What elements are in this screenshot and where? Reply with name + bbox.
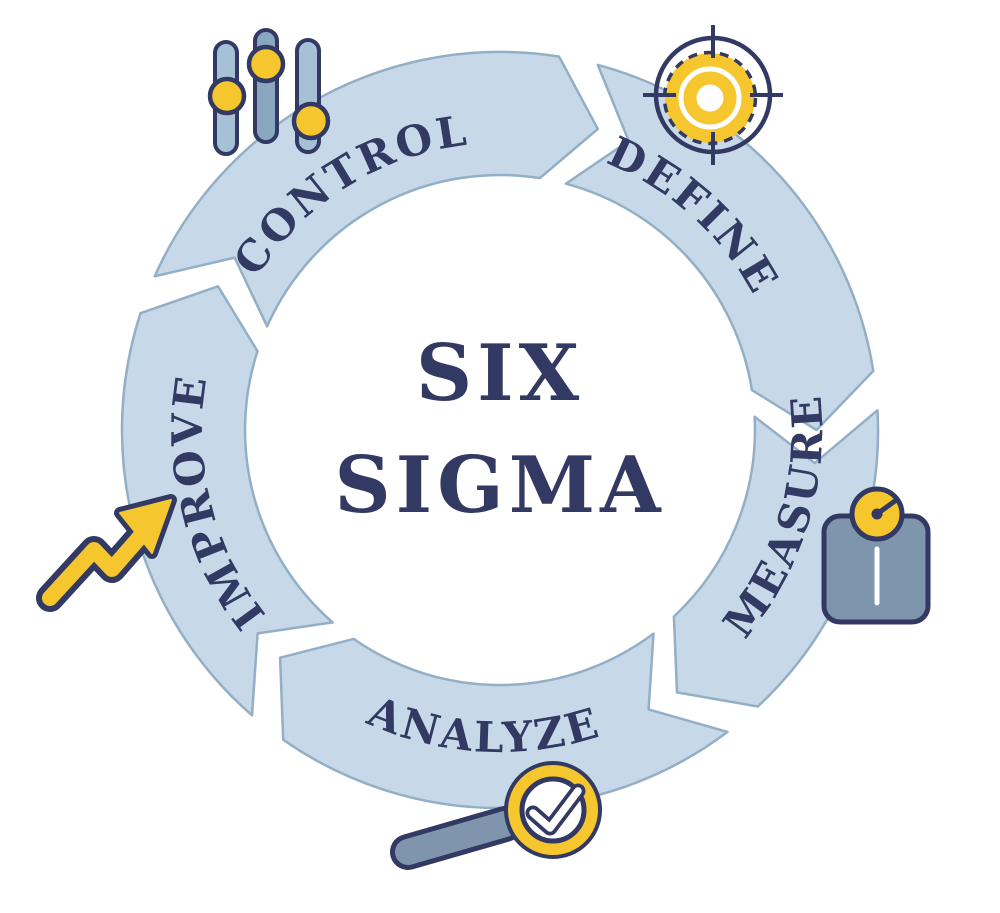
segment-measure: [672, 408, 880, 708]
segment-control: [153, 50, 600, 328]
growth-arrow-icon: [36, 494, 177, 612]
segment-analyze: [278, 632, 729, 810]
magnifier-check-icon: [390, 761, 602, 870]
weight-scale-icon: [821, 486, 931, 625]
segment-improve: [120, 285, 334, 717]
cycle-ring: [120, 50, 880, 810]
target-icon: [643, 25, 783, 165]
sliders-icon: [207, 28, 331, 156]
title-line-1: SIX: [416, 328, 584, 419]
center-title: SIX SIGMA: [334, 328, 665, 531]
title-line-2: SIGMA: [334, 440, 665, 531]
